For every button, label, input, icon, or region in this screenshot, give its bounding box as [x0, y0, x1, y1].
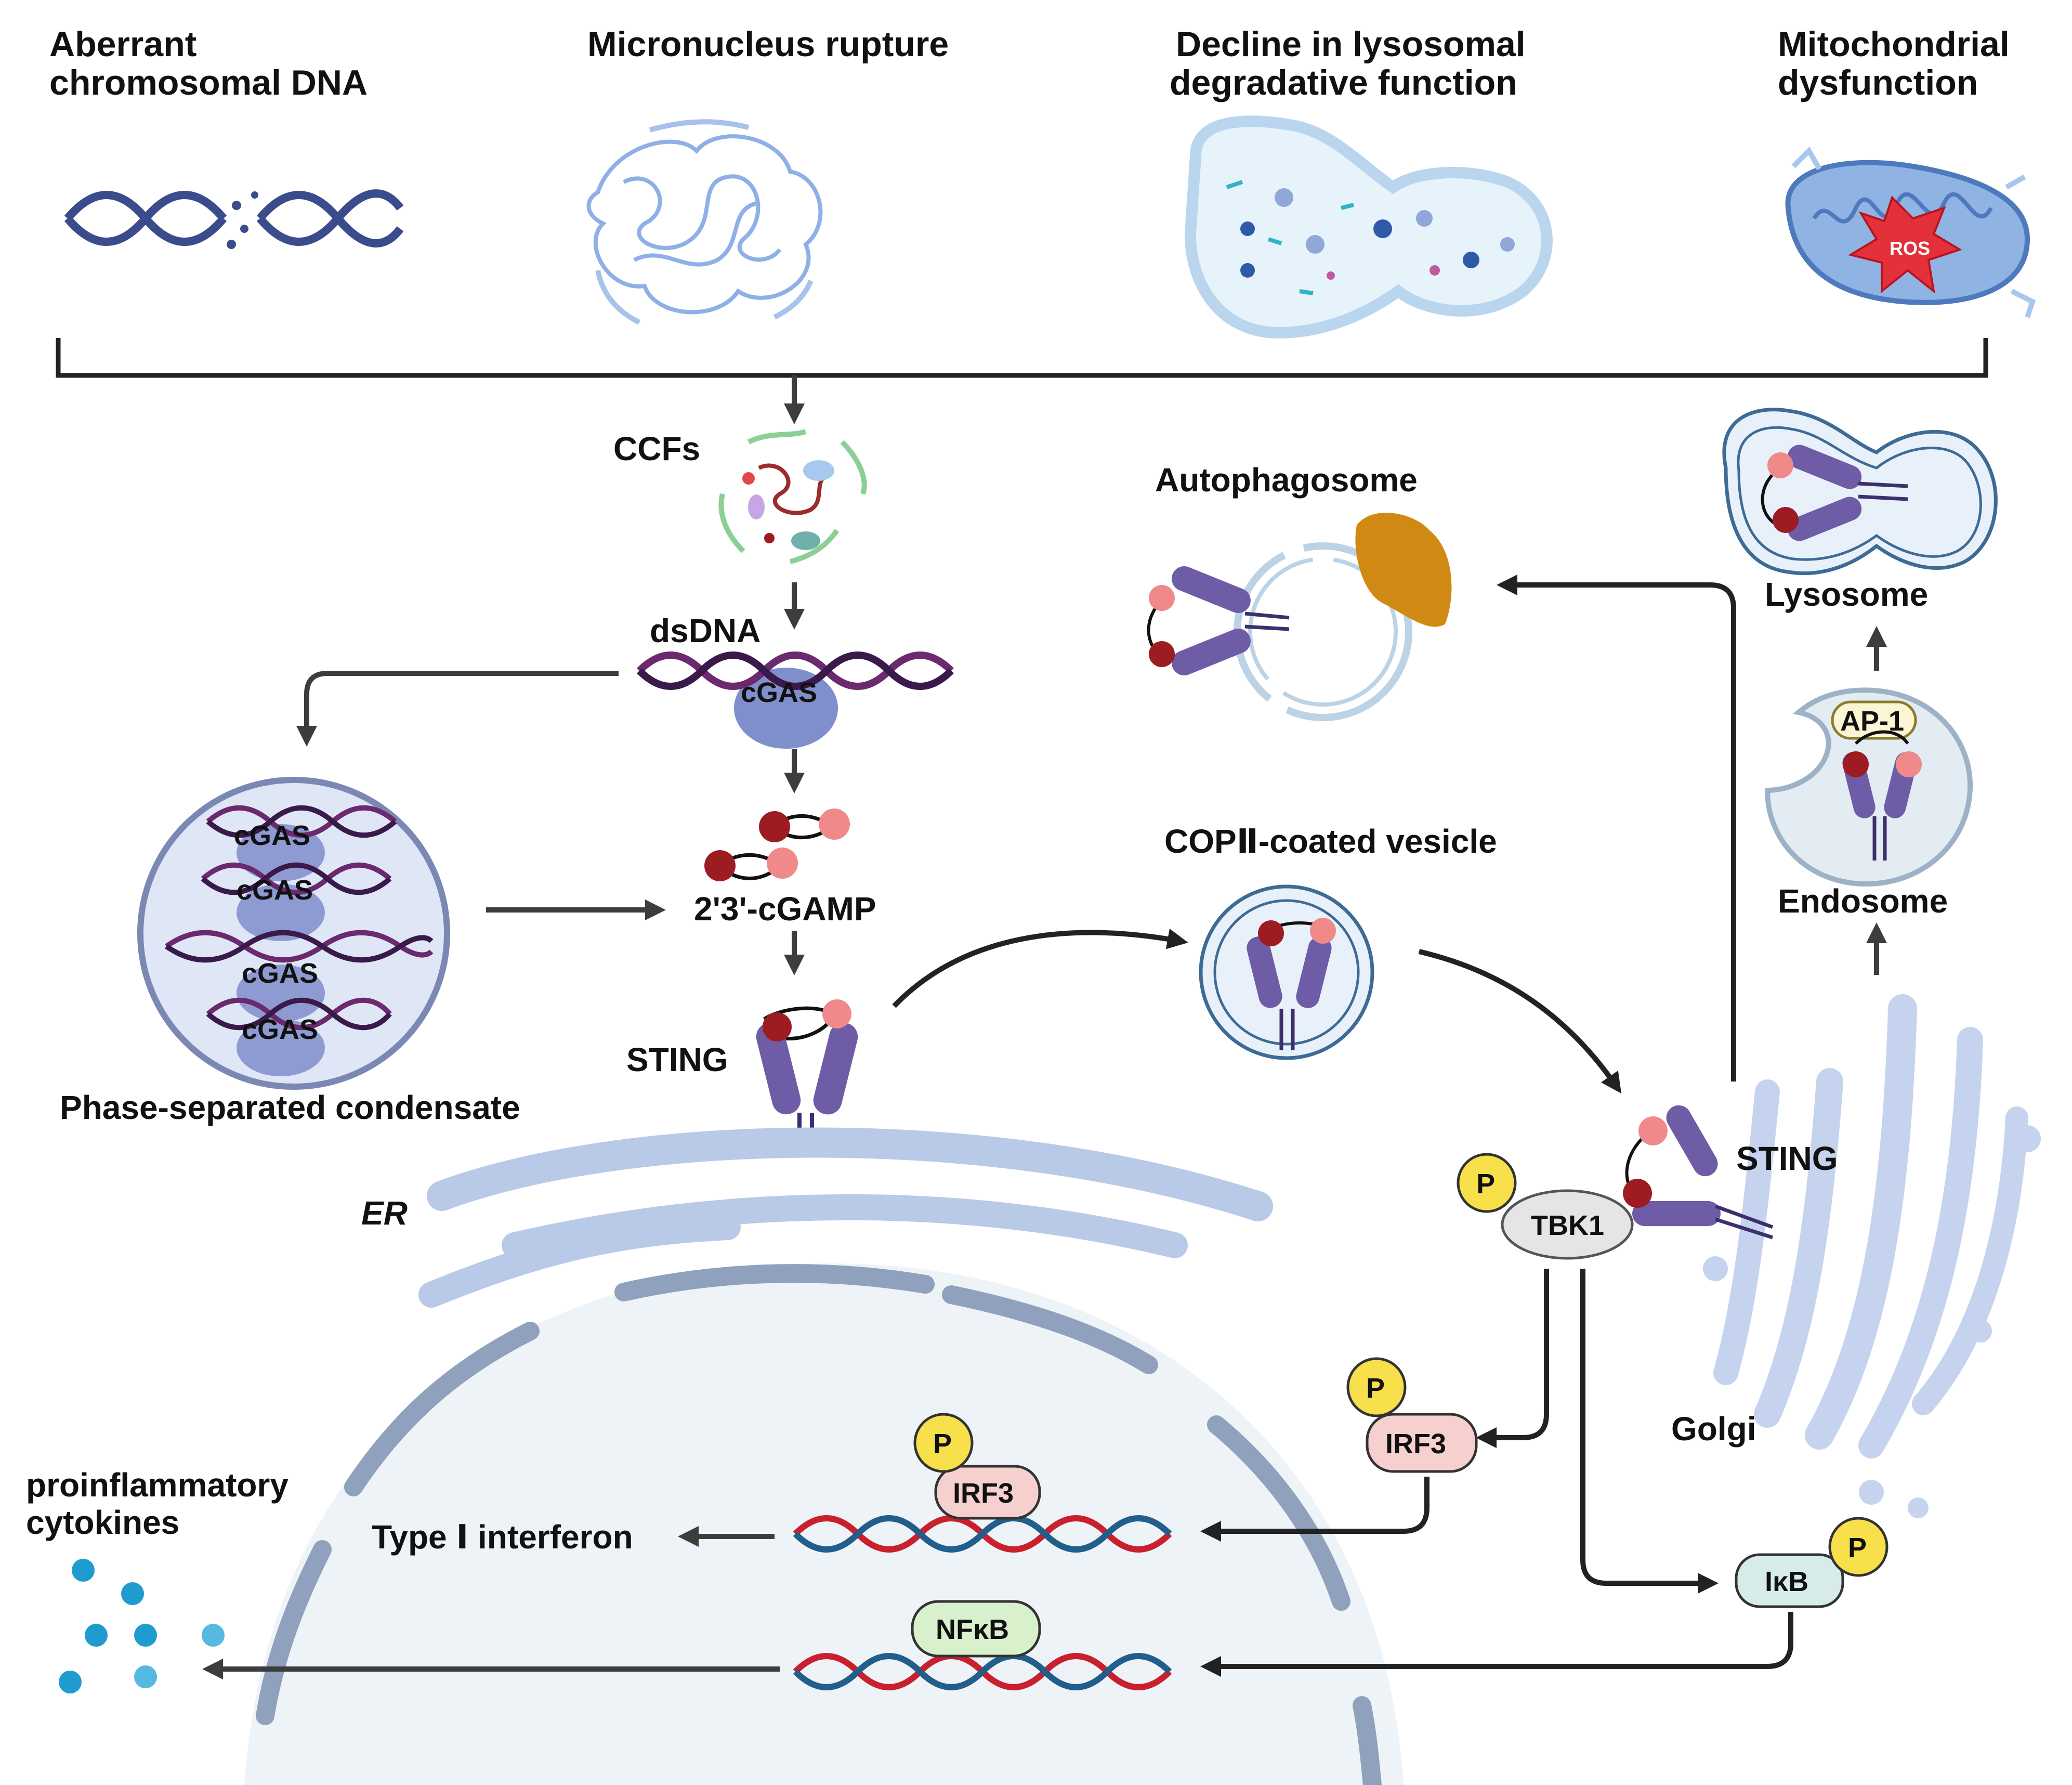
dsdna-label: dsDNA — [650, 612, 760, 649]
condensate-cgas-label-4: cGAS — [242, 1014, 318, 1045]
arrow-irf3-to-nucleus — [1200, 1477, 1430, 1542]
mitochondria-title-line2: dysfunction — [1778, 63, 1978, 102]
irf3-phospho-badge — [1346, 1357, 1407, 1417]
er-label: ER — [361, 1194, 408, 1232]
aberrant-dna-title-line1: Aberrant — [49, 24, 196, 64]
irf3-nucleus-phospho-badge — [913, 1413, 974, 1473]
micronucleus-rupture-icon — [586, 119, 823, 325]
nfkb-node — [911, 1600, 1041, 1658]
converging-bracket — [56, 338, 1988, 378]
arrow-tbk1-to-ikb — [1580, 1269, 1719, 1594]
tbk1-p-label: P — [1476, 1168, 1495, 1200]
irf3-nucleus-p-label: P — [933, 1428, 952, 1460]
damaged-mitochondria-icon: ROS — [1785, 146, 2036, 318]
ap1-label: AP-1 — [1840, 706, 1904, 737]
nuclear-envelope — [256, 1264, 1382, 1785]
ikb-p-label: P — [1848, 1532, 1867, 1563]
arrow-to-copii — [892, 929, 1188, 1008]
golgi-label: Golgi — [1671, 1410, 1756, 1448]
aberrant-dna-title-line2: chromosomal DNA — [49, 63, 368, 102]
lysosome-fusion-icon — [1184, 115, 1553, 339]
lysosome — [1722, 408, 1998, 575]
cytokine-particles — [59, 1559, 225, 1693]
ikb-phospho-badge — [1828, 1517, 1889, 1577]
ccfs-label: CCFs — [613, 430, 700, 467]
dsdna-helix — [637, 652, 954, 690]
endosome-label: Endosome — [1778, 882, 1948, 920]
micronucleus-title: Micronucleus rupture — [587, 24, 949, 64]
ikb-node — [1735, 1553, 1844, 1608]
nuclear-dna-strand-2 — [793, 1653, 1172, 1690]
copii-label: COPⅡ-coated vesicle — [1164, 823, 1497, 860]
sting-dimer-er — [756, 999, 858, 1154]
condensate-cgas-label-2: cGAS — [237, 875, 313, 906]
arrow-tbk1-to-irf3 — [1476, 1269, 1549, 1448]
irf3-nucleus-node — [934, 1465, 1041, 1520]
arrow-nfkb-to-nucleus — [1200, 1612, 1793, 1677]
tbk1-label: TBK1 — [1531, 1210, 1604, 1241]
arrow-golgi-to-autophagosome — [1497, 575, 1736, 1082]
irf3-p-label: P — [1366, 1373, 1385, 1404]
tbk1-phospho-badge — [1457, 1153, 1517, 1213]
condensate-cgas-label-3: cGAS — [242, 958, 318, 989]
irf3-cytoplasm-label: IRF3 — [1385, 1428, 1446, 1460]
cytokines-label-line1: proinflammatory — [26, 1466, 288, 1504]
phase-separated-condensate — [137, 777, 450, 1090]
nfkb-label: NFκB — [936, 1614, 1009, 1645]
arrow-to-golgi — [1418, 949, 1622, 1094]
endoplasmic-reticulum — [418, 1127, 1273, 1308]
sting-label: STING — [626, 1041, 728, 1078]
cytokines-label-line2: cytokines — [26, 1504, 179, 1541]
ccfs-icon — [718, 429, 867, 564]
ros-label: ROS — [1890, 238, 1930, 259]
sting-dimer-golgi — [1623, 1105, 1774, 1240]
lysosomal-title-line2: degradative function — [1170, 63, 1517, 102]
broken-dna-helix-icon — [64, 189, 404, 249]
tbk1-node — [1501, 1189, 1634, 1260]
nuclear-dna-strand-1 — [793, 1515, 1172, 1553]
autophagosome-label: Autophagosome — [1155, 461, 1418, 499]
condensate-cgas-label-1: cGAS — [234, 820, 310, 851]
nucleus — [244, 1263, 1404, 1785]
cgamp-molecule — [704, 809, 850, 881]
endosome — [1764, 687, 1973, 887]
lysosomal-title-line1: Decline in lysosomal — [1176, 24, 1526, 64]
irf3-nucleus-label: IRF3 — [953, 1478, 1014, 1509]
arrow-to-condensate — [296, 671, 619, 747]
sting-golgi-label: STING — [1736, 1140, 1838, 1177]
type1-interferon-label: Type Ⅰ interferon — [372, 1518, 633, 1556]
autophagosome — [1147, 513, 1452, 721]
cgamp-label: 2'3'-cGAMP — [694, 890, 876, 928]
irf3-cytoplasm-node — [1366, 1413, 1478, 1473]
mitochondria-title-line1: Mitochondrial — [1778, 24, 2010, 64]
ikb-label: IκB — [1765, 1566, 1808, 1597]
copii-vesicle — [1199, 884, 1374, 1060]
cgas-label: cGAS — [741, 677, 817, 708]
cgas-protein — [734, 668, 838, 749]
lysosome-label: Lysosome — [1765, 576, 1928, 613]
condensate-label: Phase-separated condensate — [60, 1089, 520, 1126]
golgi-apparatus — [1703, 994, 2041, 1518]
